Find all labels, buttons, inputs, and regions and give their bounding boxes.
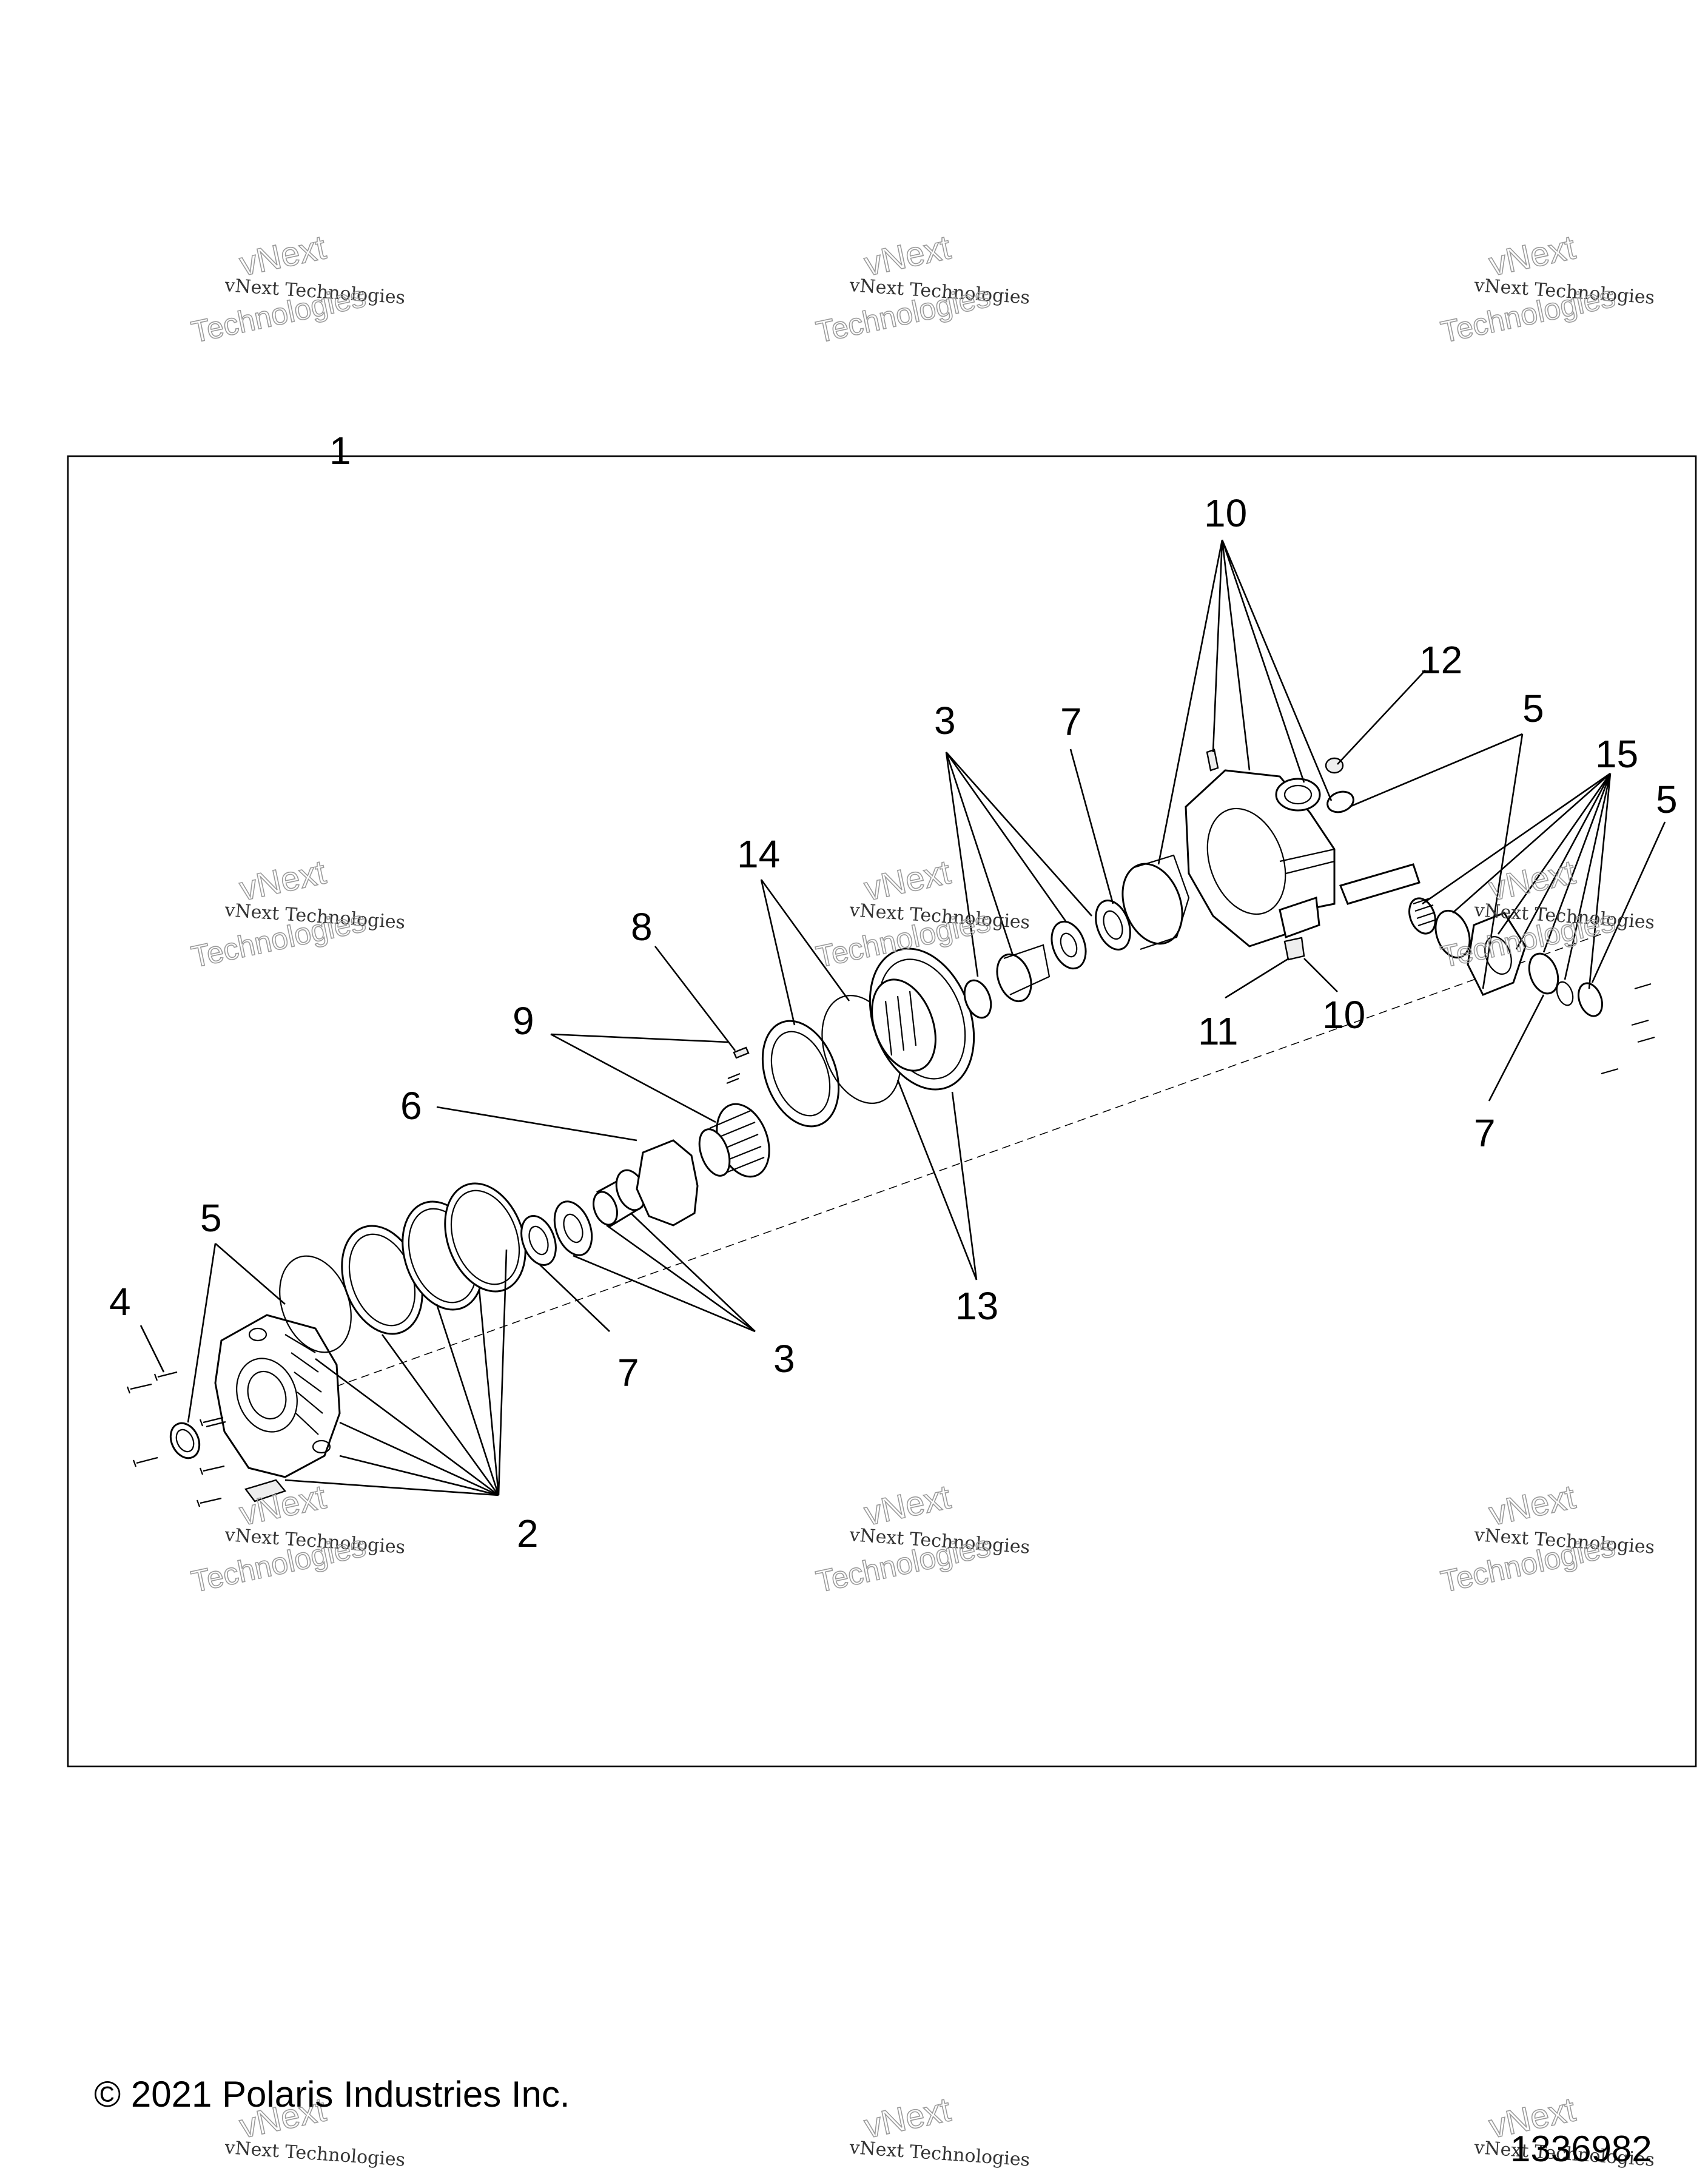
callout-7-right-top: 7	[1060, 700, 1082, 744]
callout-1: 1	[329, 429, 351, 473]
watermark-tile: vNext Technologies vNext Technologies	[188, 1476, 406, 1599]
callout-5-right: 5	[1656, 778, 1678, 821]
callout-3-right: 3	[934, 699, 956, 742]
watermark-tile: vNext Technologies vNext Technologies	[1437, 227, 1655, 349]
drawing-number: 1336982	[1510, 2129, 1652, 2169]
copyright-notice: © 2021 Polaris Industries Inc.	[94, 2074, 570, 2115]
input-pinion-shaft	[1339, 863, 1437, 935]
watermark-tile: vNext Technologies vNext Technologies	[188, 227, 406, 349]
ring-gear	[869, 947, 975, 1091]
watermark-tile: vNext Technologies vNext	[848, 2089, 1031, 2170]
bearing-carrier	[1467, 912, 1527, 996]
callout-7-left: 7	[617, 1351, 639, 1395]
callout-5-left: 5	[200, 1196, 222, 1240]
callout-14: 14	[737, 832, 780, 876]
watermark-line2: vNext	[861, 1477, 954, 1532]
callout-3-left: 3	[773, 1337, 795, 1381]
callout-15: 15	[1595, 732, 1638, 776]
spacer-left-inner	[563, 1213, 583, 1243]
watermark-tile: vNext Technologies vNext Technologies	[813, 227, 1031, 349]
screw-set-left	[126, 1371, 226, 1507]
spacer-right-b-inner	[1060, 932, 1078, 958]
bearing-right	[1095, 900, 1131, 951]
spacer-right-a	[963, 979, 992, 1019]
leader-lines	[140, 539, 1666, 1496]
output-hub	[593, 1169, 647, 1228]
watermark-line2: vNext	[861, 852, 954, 907]
vent-bracket	[244, 1479, 287, 1503]
assembly-frame	[67, 455, 1697, 1768]
watermark-line2: vNext	[1485, 1477, 1579, 1532]
pinion-bearing	[996, 944, 1051, 1003]
assembly-centerline	[260, 934, 1602, 1414]
watermark-line2: vNext	[861, 2090, 954, 2145]
housing-sleeve	[1121, 854, 1190, 951]
callout-8: 8	[631, 905, 653, 949]
bearing-left	[520, 1215, 557, 1266]
watermark-tile: vNext Technologies vNext Technologies	[813, 1476, 1031, 1599]
seal-top	[1326, 790, 1354, 813]
callout-7-right-bottom: 7	[1474, 1111, 1496, 1155]
breather-fitting	[1206, 749, 1219, 772]
bearing-output	[1528, 952, 1559, 995]
watermark-line2: vNext	[861, 227, 954, 283]
roller-cage	[698, 1103, 770, 1178]
armature-plate	[636, 1139, 699, 1227]
callout-5-top: 5	[1522, 687, 1544, 730]
callout-10-bottom: 10	[1322, 993, 1365, 1037]
callout-10-top: 10	[1204, 491, 1247, 535]
watermark-line2: vNext	[1485, 227, 1579, 283]
callout-9: 9	[513, 999, 534, 1043]
callout-11: 11	[1198, 1009, 1238, 1053]
main-gearcase-housing	[1185, 769, 1336, 947]
bearing-right-inner	[1103, 910, 1123, 940]
spacer-right-b	[1051, 920, 1087, 970]
snap-ring-output	[1556, 981, 1574, 1006]
watermark-line2: vNext	[1485, 852, 1579, 907]
retainer-plate	[761, 1020, 840, 1128]
callout-6: 6	[400, 1084, 422, 1128]
watermark-line2: vNext	[236, 227, 329, 283]
seal-output	[1434, 909, 1471, 959]
roller-spring	[726, 1072, 741, 1085]
watermark-line2: vNext	[236, 852, 329, 907]
callout-12: 12	[1419, 638, 1462, 682]
screw-set-right	[1601, 983, 1655, 1075]
seal-left-housing-inner	[175, 1429, 195, 1453]
callout-4: 4	[109, 1280, 131, 1324]
watermark-line2: vNext	[236, 1477, 329, 1532]
bearing-left-inner	[528, 1225, 549, 1256]
watermark-tile: vNext Technologies vNext Technologies	[188, 852, 406, 974]
watermark-tile: vNext Technologies vNext Technologies	[1437, 1476, 1655, 1599]
clutch-plate-stack	[341, 1182, 526, 1335]
seal-left-housing	[169, 1422, 201, 1459]
spacer-left	[553, 1200, 593, 1256]
left-housing-cover	[214, 1314, 341, 1478]
callout-13: 13	[955, 1284, 998, 1328]
callout-2: 2	[517, 1512, 539, 1555]
drain-plug	[1283, 937, 1305, 961]
roller-pin	[733, 1046, 750, 1059]
seal-output-outer	[1578, 982, 1603, 1017]
